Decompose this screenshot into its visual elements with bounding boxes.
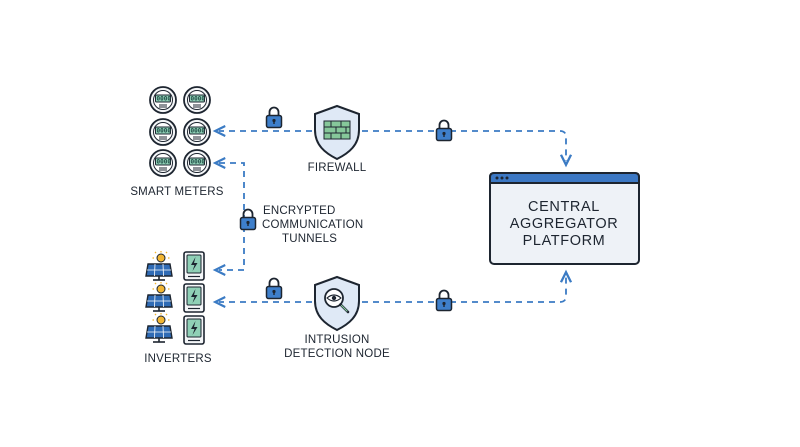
meter-readout: 0000 xyxy=(157,128,172,135)
flow-platform-to-firewall xyxy=(362,130,566,161)
platform-label-line3: PLATFORM xyxy=(523,233,606,249)
smart-meter-icon: 0000 xyxy=(149,149,177,177)
smart-meter-icon: 0000 xyxy=(149,118,177,146)
window-dot-icon xyxy=(500,176,504,180)
meter-readout: 0000 xyxy=(157,159,172,166)
smart-meter-icon: 0000 xyxy=(149,86,177,114)
flow-ids-to-platform xyxy=(362,276,566,303)
flow-encrypted-tunnel xyxy=(219,163,245,270)
meter-readout: 0000 xyxy=(191,96,206,103)
window-dot-icon xyxy=(495,176,499,180)
smart-meters-label: SMART METERS xyxy=(130,186,223,198)
smart-meter-icon: 0000 xyxy=(183,149,211,177)
meter-readout: 0000 xyxy=(191,159,206,166)
ids-shield-icon xyxy=(314,275,360,332)
smart-meters-group: 0000 0000 0000 0000 0000 0000 SMART METE… xyxy=(130,86,224,198)
firewall-node: FIREWALL xyxy=(308,104,367,174)
ids-label-line2: DETECTION NODE xyxy=(284,348,390,360)
solar-panel-icon xyxy=(145,250,173,281)
platform-title-bar xyxy=(489,172,640,184)
inverter-icon xyxy=(183,283,205,313)
lock-icon xyxy=(435,289,453,312)
tunnels-label-line1: ENCRYPTED xyxy=(263,205,336,217)
inverter-icon xyxy=(183,315,205,345)
meter-readout: 0000 xyxy=(157,96,172,103)
firewall-label: FIREWALL xyxy=(308,162,367,174)
brick-wall-icon xyxy=(323,120,351,140)
magnifier-eye-icon xyxy=(324,288,350,314)
meter-readout: 0000 xyxy=(191,128,206,135)
platform-label-line1: CENTRAL xyxy=(528,199,600,215)
solar-panel-icon xyxy=(145,281,173,312)
solar-panel-icon xyxy=(145,312,173,343)
ids-label-line1: INTRUSION xyxy=(304,334,369,346)
firewall-shield-icon xyxy=(314,104,360,161)
tunnels-label-line2: COMMUNICATION xyxy=(262,219,363,231)
smart-meter-icon: 0000 xyxy=(183,118,211,146)
inverter-icon xyxy=(183,251,205,281)
lock-icon xyxy=(239,208,257,231)
inverters-group: INVERTERS xyxy=(144,250,212,365)
tunnels-label-line3: TUNNELS xyxy=(282,233,337,245)
window-dot-icon xyxy=(505,176,509,180)
lock-icon xyxy=(265,106,283,129)
inverters-label: INVERTERS xyxy=(144,353,212,365)
intrusion-detection-node: INTRUSION DETECTION NODE xyxy=(284,275,390,360)
platform-label-line2: AGGREGATOR xyxy=(510,216,619,232)
central-aggregator-platform: CENTRAL AGGREGATOR PLATFORM xyxy=(489,172,640,265)
lock-icon xyxy=(435,119,453,142)
smart-meter-icon: 0000 xyxy=(183,86,211,114)
lock-icon xyxy=(265,277,283,300)
